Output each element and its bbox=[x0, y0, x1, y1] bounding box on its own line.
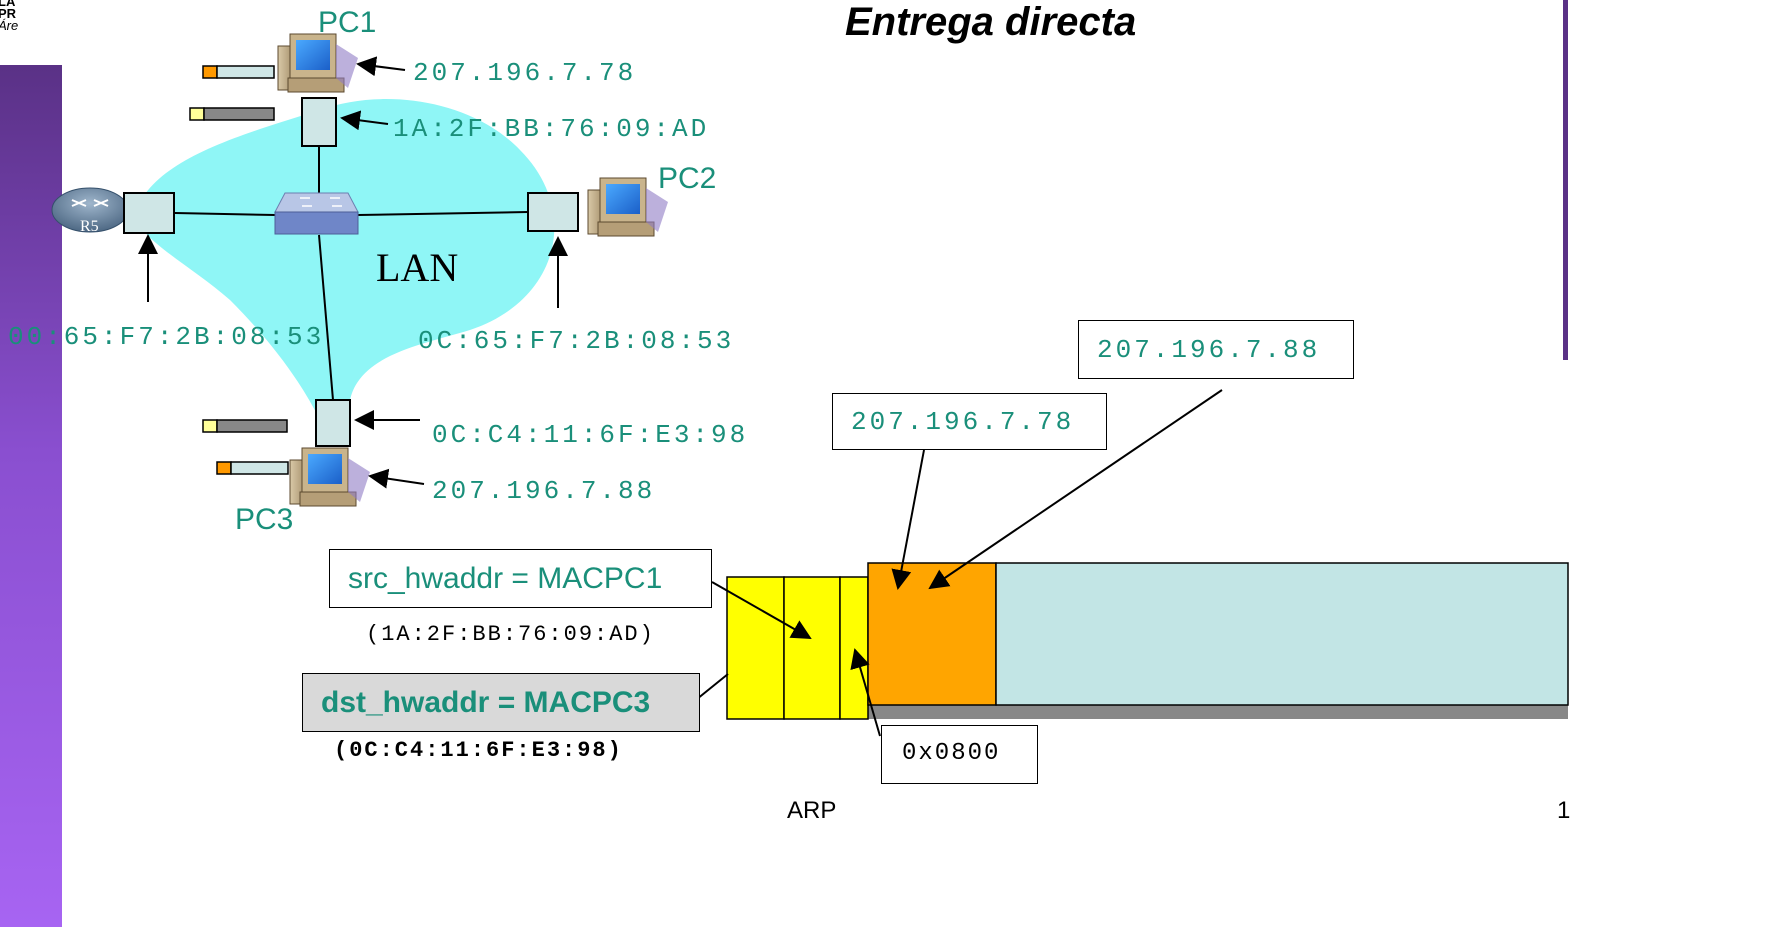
page-number: 1 bbox=[1557, 797, 1571, 824]
table-bar-pc1-ip-key bbox=[202, 65, 218, 79]
pc1-computer-icon bbox=[277, 33, 358, 93]
link-switch-router bbox=[174, 212, 276, 216]
pc3-mac-label: 0C:C4:11:6F:E3:98 bbox=[432, 420, 749, 450]
arrow-pc1-ip bbox=[356, 56, 406, 77]
pc1-mac-label: 1A:2F:BB:76:09:AD bbox=[393, 114, 710, 144]
frame-ip-header bbox=[867, 562, 997, 706]
dst-ip-value: 207.196.7.88 bbox=[1097, 335, 1321, 365]
page-title: Entrega directa bbox=[845, 0, 1137, 44]
src-ip-callout: 207.196.7.78 bbox=[832, 393, 1107, 450]
frame-eth-dst bbox=[726, 576, 785, 720]
frame-eth-type bbox=[839, 576, 869, 720]
pc3-computer-icon bbox=[289, 447, 370, 507]
course-header: LA PR Áre bbox=[0, 0, 70, 40]
lan-label: LAN bbox=[376, 245, 459, 290]
arrow-dst-ip bbox=[928, 389, 1223, 590]
table-bar-pc1-mac-val bbox=[203, 107, 275, 121]
course-header-line2: PR bbox=[0, 6, 17, 21]
right-edge-decoration bbox=[1563, 0, 1568, 360]
src-ip-value: 207.196.7.78 bbox=[851, 407, 1075, 437]
dst-hwaddr-value: (0C:C4:11:6F:E3:98) bbox=[334, 738, 623, 763]
table-bar-pc1-ip-val bbox=[216, 65, 275, 79]
arrow-ethertype bbox=[850, 648, 881, 737]
footer-slide-name: ARP bbox=[787, 797, 837, 824]
pc3-label: PC3 bbox=[235, 503, 294, 536]
frame-eth-src bbox=[783, 576, 841, 720]
table-bar-pc1-mac-key bbox=[189, 107, 205, 121]
switch-icon bbox=[274, 192, 359, 235]
table-bar-pc3-mac-val bbox=[216, 419, 288, 433]
frame-payload bbox=[995, 562, 1569, 706]
course-header-line1: LA bbox=[0, 0, 16, 9]
arrow-pc3-ip bbox=[368, 468, 425, 489]
course-header-line3: Áre bbox=[0, 18, 19, 33]
nic-pc3 bbox=[315, 399, 351, 447]
arrow-src-ip bbox=[891, 449, 925, 590]
table-bar-pc3-ip-val bbox=[230, 461, 289, 475]
lan-cloud bbox=[135, 99, 555, 438]
table-bar-pc3-mac-key bbox=[202, 419, 218, 433]
pc3-ip-label: 207.196.7.88 bbox=[432, 476, 656, 506]
pc2-mac-label: 0C:65:F7:2B:08:53 bbox=[418, 326, 735, 356]
link-switch-pc3 bbox=[318, 234, 334, 401]
pc1-ip-label: 207.196.7.78 bbox=[413, 58, 637, 88]
pc2-label: PC2 bbox=[658, 162, 717, 195]
router-label: R5 bbox=[80, 218, 99, 235]
nic-pc1 bbox=[301, 97, 337, 147]
pc2-computer-icon bbox=[587, 177, 668, 237]
arrow-pc1-mac bbox=[340, 110, 389, 131]
nic-router bbox=[123, 192, 175, 234]
ethertype-value: 0x0800 bbox=[902, 740, 1001, 767]
ethertype-callout: 0x0800 bbox=[881, 725, 1038, 784]
router-icon: R5 bbox=[51, 187, 129, 235]
arrow-src-hw bbox=[711, 581, 812, 639]
dst-ip-callout: 207.196.7.88 bbox=[1078, 320, 1354, 379]
nic-pc2 bbox=[527, 192, 579, 232]
src-hwaddr-text: src_hwaddr = MACPC1 bbox=[348, 562, 663, 595]
link-switch-pc2 bbox=[357, 211, 529, 216]
src-hwaddr-value: (1A:2F:BB:76:09:AD) bbox=[366, 622, 655, 647]
src-hwaddr-callout: src_hwaddr = MACPC1 bbox=[329, 549, 712, 608]
table-bar-pc3-ip-key bbox=[216, 461, 232, 475]
router-mac-label: 00:65:F7:2B:08:53 bbox=[8, 322, 325, 352]
dst-hwaddr-callout: dst_hwaddr = MACPC3 bbox=[302, 673, 700, 732]
pc1-label: PC1 bbox=[318, 6, 377, 39]
frame-shadow bbox=[868, 705, 1568, 719]
dst-hwaddr-text: dst_hwaddr = MACPC3 bbox=[321, 686, 651, 719]
